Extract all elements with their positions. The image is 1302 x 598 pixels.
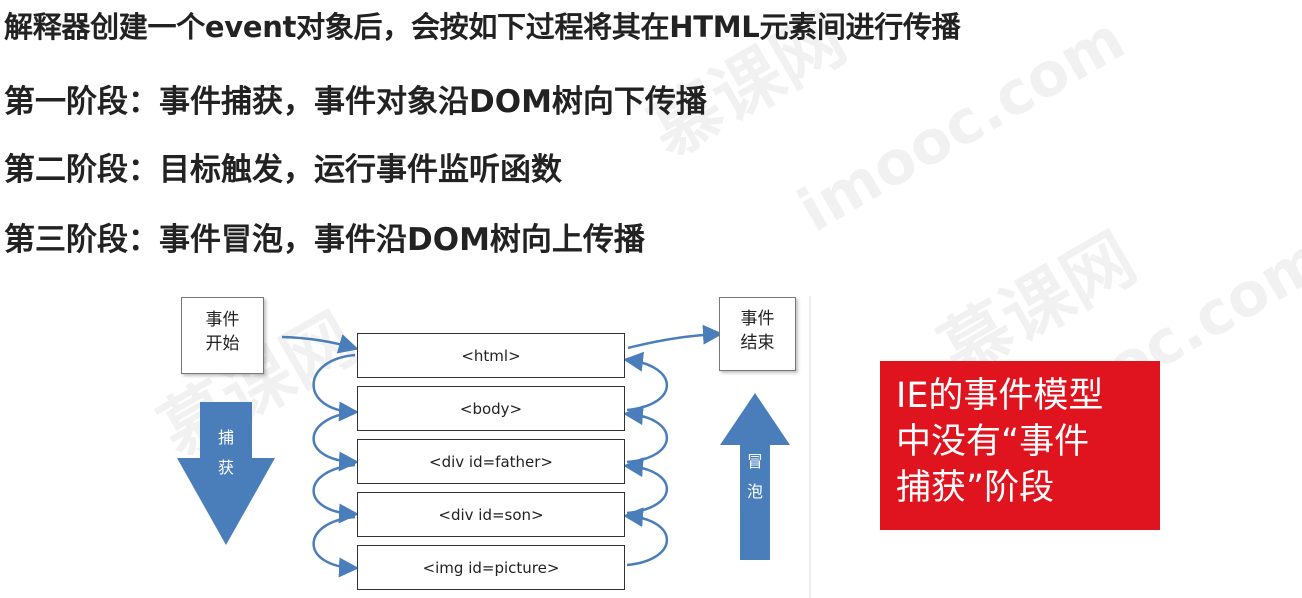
bubble-label-char-2: 泡 xyxy=(746,482,763,501)
ie-note-callout: IE的事件模型 中没有“事件 捕获”阶段 xyxy=(880,361,1160,530)
phase-1-text: 第一阶段：事件捕获，事件对象沿DOM树向下传播 xyxy=(4,84,707,120)
ie-note-line-3: 捕获”阶段 xyxy=(896,468,1055,508)
dom-level-body: <body> xyxy=(357,386,625,431)
capture-label-char-1: 捕 xyxy=(217,428,234,447)
intro-text: 解释器创建一个event对象后，会按如下过程将其在HTML元素间进行传播 xyxy=(4,10,961,44)
dom-level-father: <div id=father> xyxy=(357,439,625,484)
capture-curve-2 xyxy=(312,410,359,472)
dom-level-html: <html> xyxy=(357,333,625,378)
dom-level-son: <div id=son> xyxy=(357,492,625,537)
ie-note-line-2: 中没有“事件 xyxy=(896,422,1090,462)
capture-down-arrow xyxy=(177,402,275,545)
event-start-line-1: 事件 xyxy=(205,310,240,330)
capture-label: 捕 获 xyxy=(214,423,238,483)
event-end-line-2: 结束 xyxy=(740,333,775,353)
bubble-curve-1 xyxy=(623,507,668,567)
capture-curve-4 xyxy=(312,515,359,578)
phase-3-text: 第三阶段：事件冒泡，事件沿DOM树向上传播 xyxy=(4,222,645,258)
bubble-up-arrow xyxy=(720,393,790,560)
event-end-box: 事件 结束 xyxy=(719,297,796,371)
capture-curve-3 xyxy=(312,463,359,524)
capture-label-char-2: 获 xyxy=(217,458,234,477)
bubble-curve-3 xyxy=(623,405,668,464)
bubble-label: 冒 泡 xyxy=(743,447,767,507)
ie-note-line-1: IE的事件模型 xyxy=(896,376,1104,416)
event-start-line-2: 开始 xyxy=(205,334,240,354)
start-to-html-arrow xyxy=(281,334,359,354)
bubble-curve-2 xyxy=(623,457,669,515)
bubble-curve-4 xyxy=(623,351,668,412)
phase-2-text: 第二阶段：目标触发，运行事件监听函数 xyxy=(4,152,562,188)
event-start-box: 事件 开始 xyxy=(181,297,264,374)
dom-level-picture: <img id=picture> xyxy=(357,545,625,590)
capture-curve-1 xyxy=(312,353,359,422)
bubble-label-char-1: 冒 xyxy=(746,452,763,471)
html-to-end-arrow xyxy=(627,324,723,350)
event-end-line-1: 事件 xyxy=(740,309,775,329)
